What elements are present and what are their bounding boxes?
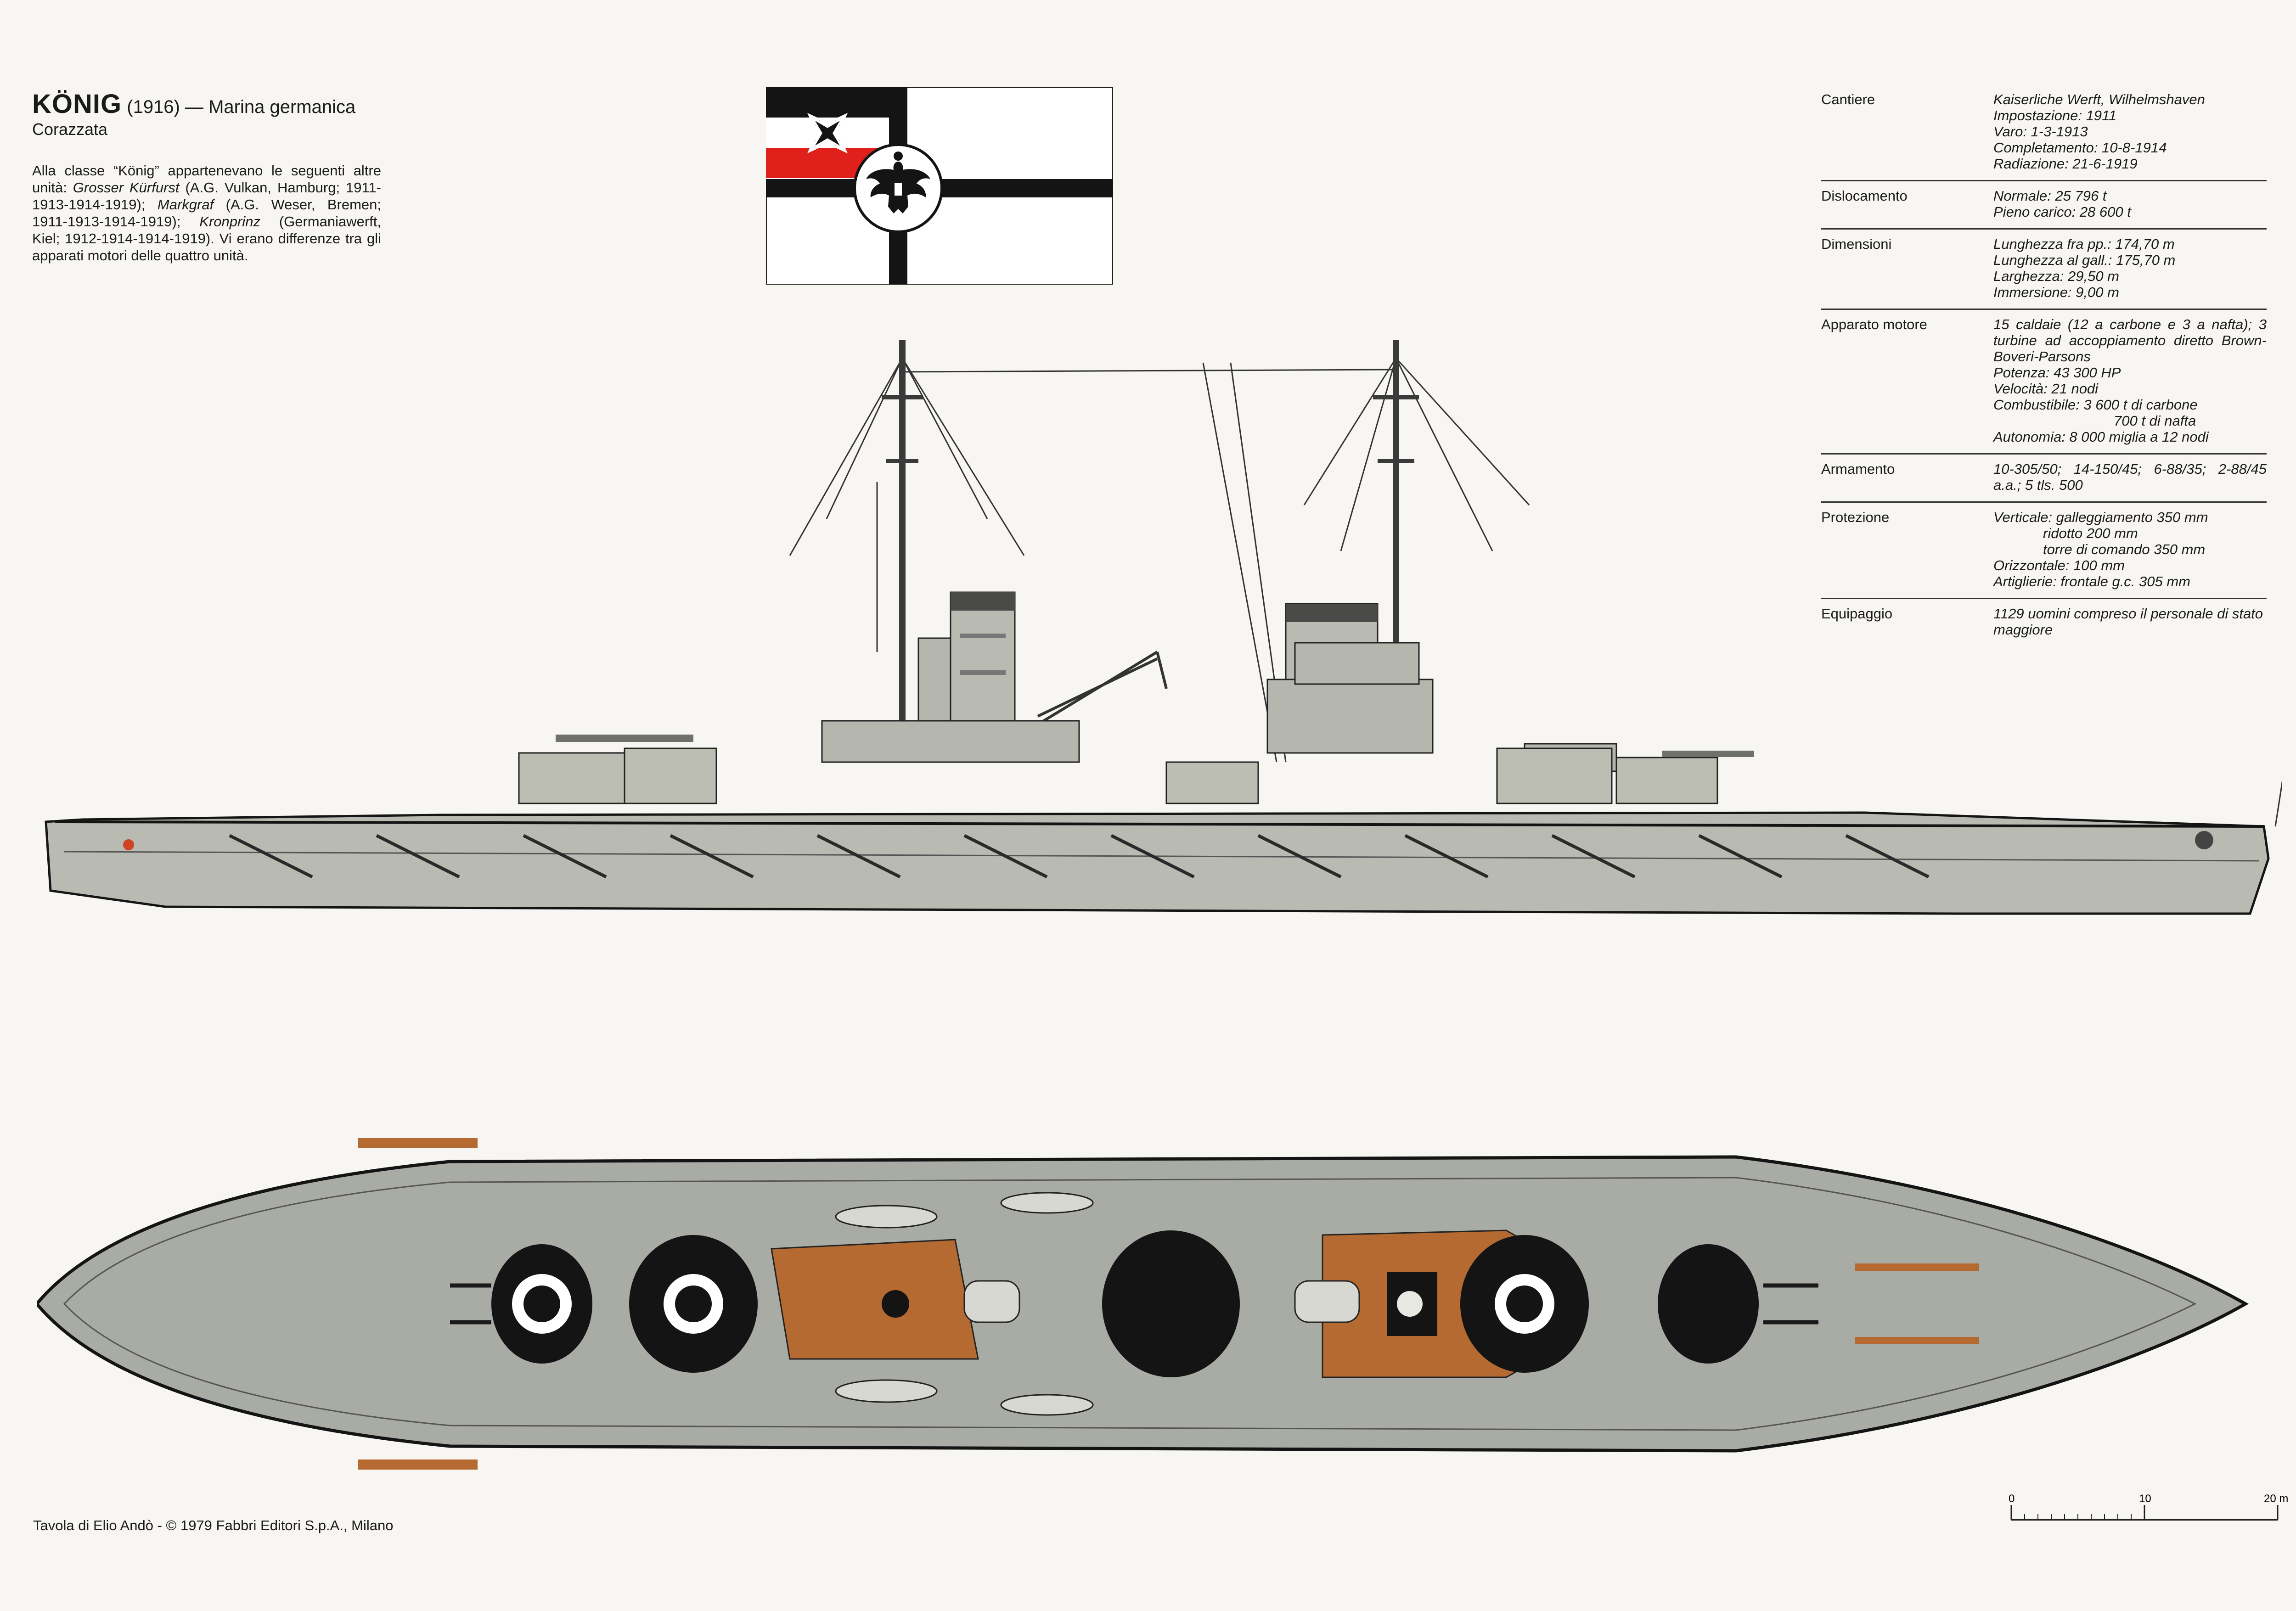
turret-top-b	[629, 1235, 758, 1373]
illustration-credit: Tavola di Elio Andò - © 1979 Fabbri Edit…	[33, 1517, 394, 1533]
spec-line: 700 t di nafta	[2114, 413, 2196, 429]
boat-crane	[1028, 651, 1168, 731]
spec-line: Radiazione: 21-6-1919	[1993, 156, 2138, 172]
spec-line: torre di comando 350 mm	[2043, 541, 2206, 557]
anchor-hawse-icon	[2195, 831, 2213, 849]
spec-line: Combustibile: 3 600 t di carbone	[1993, 397, 2198, 413]
scale-bar: 0 10 20 m	[2009, 1493, 2288, 1521]
spec-row-equipaggio: Equipaggio 1129 uomini compreso il perso…	[1821, 599, 2267, 646]
foremast	[882, 340, 923, 753]
superstructure	[821, 637, 1617, 772]
bridge-structure	[1387, 1272, 1437, 1336]
spec-line: Pieno carico: 28 600 t	[1993, 204, 2131, 220]
spec-label: Equipaggio	[1821, 606, 1893, 622]
spec-value: Kaiserliche Werft, Wilhelmshaven Imposta…	[1993, 91, 2267, 172]
spec-line: Varo: 1-3-1913	[1993, 123, 2088, 140]
navy-label: — Marina germanica	[185, 97, 356, 117]
sister-ship-name: Markgraf	[157, 196, 214, 213]
spec-line: Lunghezza fra pp.: 174,70 m	[1993, 236, 2175, 252]
spec-value: 10-305/50; 14-150/45; 6-88/35; 2-88/45 a…	[1993, 461, 2267, 493]
spec-label: Protezione	[1821, 509, 1890, 525]
ship-type: Corazzata	[32, 119, 108, 139]
description-text: (Germaniawerft, Kiel; 1912-1914-1914-191…	[32, 213, 381, 264]
spec-row-dimensioni: Dimensioni Lunghezza fra pp.: 174,70 m L…	[1821, 230, 2267, 310]
iron-cross-icon	[807, 112, 848, 154]
spec-line: Normale: 25 796 t	[1993, 188, 2107, 204]
torpedo-net-booms	[229, 834, 1930, 879]
skylight-icon	[882, 1290, 909, 1318]
main-gun-barrels	[450, 1283, 1818, 1325]
ship-year: (1916)	[127, 97, 180, 117]
spec-line: Larghezza: 29,50 m	[1993, 268, 2120, 284]
stern-marker-icon	[123, 839, 134, 850]
spec-row-protezione: Protezione Verticale: galleggiamento 350…	[1821, 503, 2267, 599]
war-ensign-flag	[766, 87, 1113, 285]
spec-line: 15 caldaie (12 a carbone e 3 a nafta); 3…	[1993, 316, 2267, 365]
header-block: KÖNIG (1916) — Marina germanica Corazzat…	[32, 90, 381, 264]
spec-row-dislocamento: Dislocamento Normale: 25 796 t Pieno car…	[1821, 181, 2267, 230]
spec-line: 1129 uomini compreso il personale di sta…	[1993, 606, 2263, 638]
eagle-emblem-icon	[853, 143, 943, 233]
bow-gun-barrels	[1855, 1263, 1979, 1344]
stern-booms	[358, 1138, 478, 1470]
spec-value: Normale: 25 796 t Pieno carico: 28 600 t	[1993, 188, 2267, 220]
spec-label: Dimensioni	[1821, 236, 1892, 252]
hull	[45, 811, 2270, 915]
turret-top-c	[1102, 1230, 1240, 1377]
spec-value: Verticale: galleggiamento 350 mm ridotto…	[1993, 509, 2267, 589]
turret-top-d	[1460, 1235, 1589, 1373]
turret-b	[1165, 761, 1259, 804]
specifications-table: Cantiere Kaiserliche Werft, Wilhelmshave…	[1821, 85, 2267, 646]
spec-line: Potenza: 43 300 HP	[1993, 365, 2121, 381]
description-text: Alla classe “König” appartenevano le seg…	[32, 162, 381, 196]
spec-line: Artiglierie: frontale g.c. 305 mm	[1993, 573, 2191, 589]
spec-line: Kaiserliche Werft, Wilhelmshaven	[1993, 91, 2205, 107]
mainmast	[1373, 340, 1419, 739]
turret-c	[1496, 747, 1754, 804]
scale-label-twenty: 20 m	[2264, 1493, 2288, 1505]
spec-label: Dislocamento	[1821, 188, 1908, 204]
ship-side-profile	[45, 340, 2282, 915]
ship-boats	[835, 1192, 1360, 1416]
scale-label-zero: 0	[2009, 1493, 2015, 1505]
spec-label: Cantiere	[1821, 91, 1875, 107]
spec-line: Immersione: 9,00 m	[1993, 284, 2119, 300]
spec-line: Impostazione: 1911	[1993, 107, 2117, 123]
ship-deck-plan	[37, 1138, 2249, 1470]
sister-ship-name: Grosser Kürfurst	[73, 179, 180, 196]
spec-row-cantiere: Cantiere Kaiserliche Werft, Wilhelmshave…	[1821, 85, 2267, 181]
spec-line: Verticale: galleggiamento 350 mm	[1993, 509, 2208, 525]
turret-top-a	[491, 1244, 592, 1364]
spec-line: 10-305/50; 14-150/45; 6-88/35; 2-88/45 a…	[1993, 461, 2267, 493]
spec-label: Apparato motore	[1821, 316, 1927, 332]
spec-value: 15 caldaie (12 a carbone e 3 a nafta); 3…	[1993, 316, 2267, 445]
sister-ship-name: Kronprinz	[199, 213, 260, 230]
spec-line: ridotto 200 mm	[2043, 525, 2138, 541]
spec-row-apparato-motore: Apparato motore 15 caldaie (12 a carbone…	[1821, 310, 2267, 455]
spec-line: Velocità: 21 nodi	[1993, 381, 2099, 397]
description-text: (A.G. Weser, Bremen; 1911-1913-1914-1919…	[32, 196, 381, 230]
spec-label: Armamento	[1821, 461, 1895, 477]
turret-a	[518, 735, 717, 804]
title-line: KÖNIG (1916) — Marina germanica	[32, 90, 381, 119]
class-description: Alla classe “König” appartenevano le seg…	[32, 162, 381, 264]
scale-label-ten: 10	[2139, 1493, 2151, 1505]
spec-line: Completamento: 10-8-1914	[1993, 140, 2167, 156]
spec-row-armamento: Armamento 10-305/50; 14-150/45; 6-88/35;…	[1821, 455, 2267, 503]
rigging-lines	[789, 357, 2282, 827]
spec-line: Orizzontale: 100 mm	[1993, 557, 2125, 573]
ship-name: KÖNIG	[32, 89, 122, 119]
turret-top-e	[1658, 1244, 1759, 1364]
spec-value: 1129 uomini compreso il personale di sta…	[1993, 606, 2267, 638]
spec-line: Autonomia: 8 000 miglia a 12 nodi	[1993, 429, 2209, 445]
spec-line: Lunghezza al gall.: 175,70 m	[1993, 252, 2176, 268]
description-text: (A.G. Vulkan, Hamburg; 1911-1913-1914-19…	[32, 179, 382, 213]
spec-value: Lunghezza fra pp.: 174,70 m Lunghezza al…	[1993, 236, 2267, 300]
